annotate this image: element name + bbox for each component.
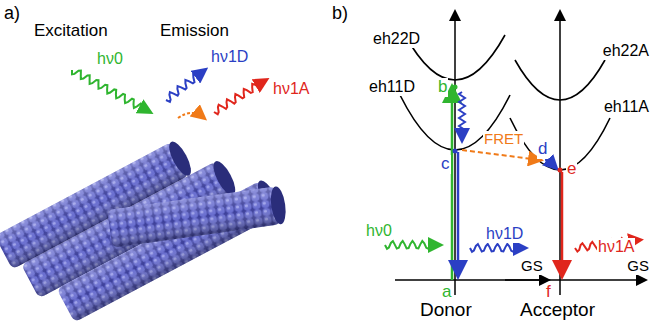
state-letter: c xyxy=(440,155,451,174)
axis-label: Donor xyxy=(420,300,472,321)
donor-emission-arrow xyxy=(457,152,460,275)
band-label: eh11D xyxy=(368,78,416,96)
annotation: Emission xyxy=(160,22,229,41)
acceptor-emission-arrow xyxy=(561,172,564,275)
photon-label: hν1A xyxy=(597,238,635,256)
photon-wave xyxy=(72,70,150,112)
state-letter: d xyxy=(537,140,548,159)
photon-label: hν0 xyxy=(96,50,124,68)
photon-wave xyxy=(214,80,266,114)
photon-waves xyxy=(72,70,640,252)
photon-wave xyxy=(459,92,465,140)
band-label: eh22D xyxy=(372,30,421,48)
photon-label: hν1D xyxy=(485,225,524,243)
band-label: eh11A xyxy=(603,98,650,116)
axis-label: GS xyxy=(626,258,650,275)
annotation: Excitation xyxy=(34,22,108,41)
transfer-arrow xyxy=(178,113,204,118)
photon-label: hν1A xyxy=(272,80,310,98)
photon-label: hν0 xyxy=(365,222,393,240)
axis-label: Acceptor xyxy=(520,300,595,321)
axis-label: GS xyxy=(520,258,544,275)
fret-arrow xyxy=(462,150,540,160)
photon-wave xyxy=(166,70,205,102)
band-label: eh22A xyxy=(602,42,650,60)
state-letter: e xyxy=(566,160,577,179)
photon-label: hν1D xyxy=(210,48,249,66)
absorption-arrow xyxy=(451,88,454,280)
state-letter: b xyxy=(437,78,448,97)
state-dots xyxy=(453,85,563,173)
photon-wave xyxy=(385,241,440,249)
state-letter: f xyxy=(545,283,552,302)
panel-letter: b) xyxy=(332,4,348,24)
exciton-bands xyxy=(400,35,610,170)
state-letter: a xyxy=(441,283,452,302)
nanotube-bundle xyxy=(0,110,288,326)
panel-letter: a) xyxy=(4,4,20,24)
photon-wave xyxy=(470,244,525,252)
photon-wave xyxy=(546,158,556,168)
transfer-label: FRET xyxy=(483,131,524,148)
